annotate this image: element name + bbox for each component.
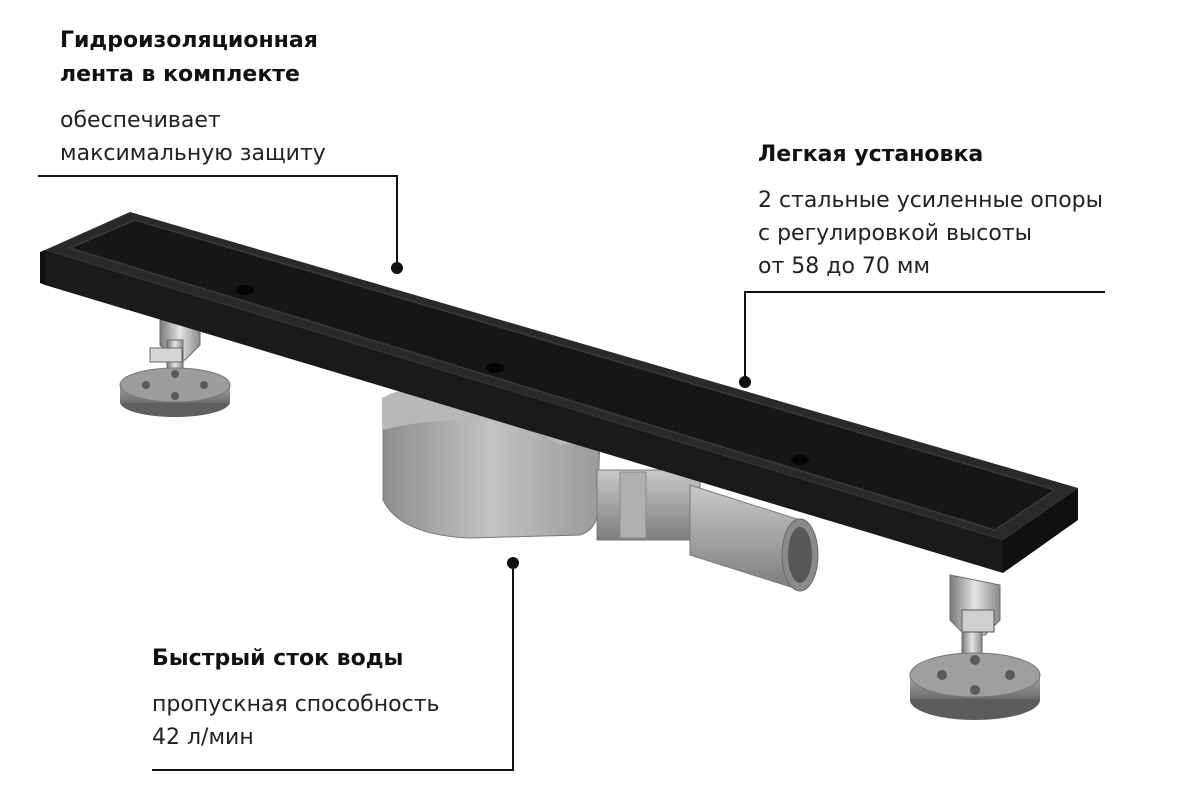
- callout-install-desc-line2: с регулировкой высоты: [758, 221, 1033, 246]
- callout-tape-title: Гидроизоляционная лента в комплекте: [60, 24, 326, 92]
- leader-line-install: [744, 291, 1105, 382]
- leader-line-flow: [152, 563, 514, 771]
- leader-dot-flow: [507, 557, 519, 569]
- callout-flow-desc-line1: пропускная способность: [152, 692, 440, 717]
- left-support-foot: [119, 319, 231, 417]
- callout-waterproofing-tape: Гидроизоляционная лента в комплекте обес…: [60, 24, 326, 170]
- callout-install-title: Легкая установка: [758, 142, 984, 167]
- callout-install-desc-line3: от 58 до 70 мм: [758, 254, 931, 279]
- callout-easy-installation: Легкая установка 2 стальные усиленные оп…: [758, 138, 1103, 283]
- callout-tape-desc: обеспечивает максимальную защиту: [60, 104, 326, 170]
- callout-flow-desc: пропускная способность 42 л/мин: [152, 688, 439, 754]
- callout-tape-desc-line1: обеспечивает: [60, 108, 221, 133]
- callout-tape-title-line1: Гидроизоляционная: [60, 28, 318, 53]
- callout-tape-title-line2: лента в комплекте: [60, 62, 300, 87]
- right-support-foot: [909, 574, 1041, 720]
- leader-line-tape: [38, 175, 398, 268]
- leader-dot-install: [739, 376, 751, 388]
- callout-flow-desc-line2: 42 л/мин: [152, 725, 254, 750]
- callout-fast-drainage: Быстрый сток воды пропускная способность…: [152, 642, 439, 754]
- drain-channel: [40, 212, 1078, 573]
- callout-install-desc-line1: 2 стальные усиленные опоры: [758, 188, 1104, 213]
- leader-lines: [38, 175, 1105, 771]
- leader-dot-tape: [391, 262, 403, 274]
- callout-install-desc: 2 стальные усиленные опоры с регулировко…: [758, 184, 1103, 283]
- callout-flow-title: Быстрый сток воды: [152, 646, 404, 671]
- callout-tape-desc-line2: максимальную защиту: [60, 141, 326, 166]
